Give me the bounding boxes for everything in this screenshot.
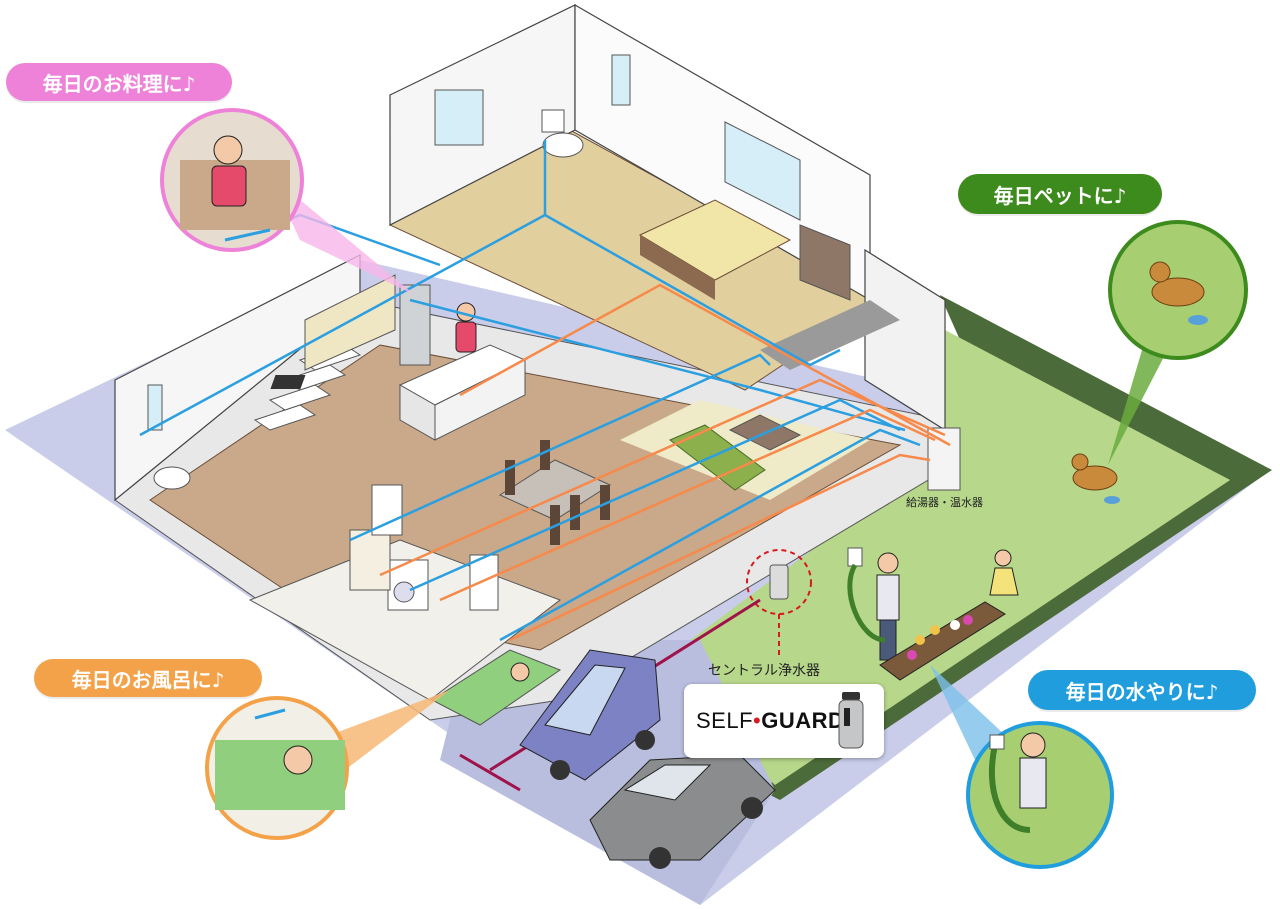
callout-watering-label: 毎日の水やりに♪ [1028, 670, 1256, 710]
bath-callout-circle [205, 696, 349, 840]
window-upper-left [434, 89, 484, 146]
shower-mirror [469, 554, 499, 611]
brand-part1: SELF [696, 708, 754, 733]
man-with-hose [847, 552, 900, 661]
window-upper-small [611, 54, 631, 106]
callout-cooking-label: 毎日のお料理に♪ [6, 63, 232, 101]
callout-bath-label: 毎日のお風呂に♪ [34, 659, 262, 697]
toilet-lower [153, 466, 191, 490]
dresser [799, 224, 851, 301]
vanity [349, 529, 391, 591]
girl [989, 549, 1019, 596]
bed-frame [640, 235, 715, 300]
hedge [760, 295, 1272, 800]
central-purifier-label: セントラル浄水器 [708, 663, 820, 679]
kitchen-cabinet [304, 274, 396, 371]
cooktop [270, 375, 306, 389]
vanity-mirror [371, 484, 403, 536]
watering-callout-circle [966, 721, 1114, 869]
brand-logo-box: SELF•GUARD [684, 684, 884, 758]
cooking-callout-beam [270, 175, 415, 295]
water-heater [927, 427, 961, 491]
brand-logo-text: SELF•GUARD [696, 708, 844, 734]
pet-callout-circle [1108, 220, 1248, 360]
window-bedroom [724, 121, 801, 221]
minivan [519, 649, 661, 781]
watering-callout-beam [930, 665, 1005, 760]
balcony [760, 300, 900, 370]
living-rug [620, 400, 870, 500]
toilet-upper [542, 132, 584, 158]
sedan [589, 754, 776, 869]
flowers [907, 615, 973, 660]
pet-callout-beam [1108, 340, 1170, 465]
cooking-callout-circle [160, 108, 304, 252]
callout-pet-label: 毎日ペットに♪ [958, 174, 1162, 214]
water-heater-label: 給湯器・温水器 [906, 496, 983, 509]
brand-part2: GUARD [761, 708, 845, 733]
central-purifier [769, 564, 789, 600]
person-bath-head [510, 662, 530, 682]
purifier-highlight-ring [746, 549, 812, 615]
purifier-product-icon [838, 692, 864, 749]
washer-door [393, 581, 415, 603]
sofa [669, 424, 766, 491]
refrigerator [399, 284, 431, 366]
hot-water-pipes [379, 283, 951, 642]
outdoor-faucet [847, 547, 863, 567]
bath-callout-beam [330, 690, 450, 770]
brand-separator: • [753, 708, 762, 733]
dog [1071, 453, 1120, 504]
window-lower-left [147, 384, 163, 431]
lawn [650, 330, 1230, 785]
toilet-upper-tank [541, 109, 565, 133]
flower-bed [879, 601, 1006, 681]
woman-kitchen-body [455, 321, 477, 353]
